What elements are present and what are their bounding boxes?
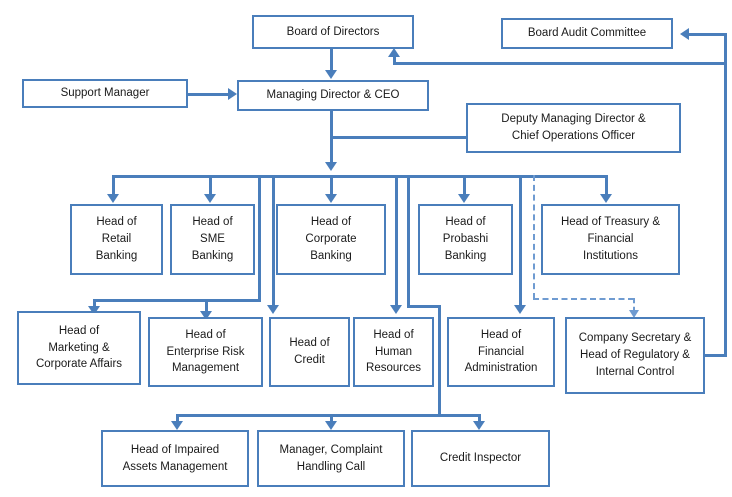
connector-md-main-spine [330, 110, 333, 165]
connector-level4-left-bus [93, 299, 261, 302]
connector-drop-complaint [330, 414, 333, 424]
node-board-audit-committee[interactable]: Board Audit Committee [501, 18, 673, 49]
node-credit-inspector[interactable]: Credit Inspector [411, 430, 550, 487]
connector-drop-enterprise-risk [205, 299, 208, 314]
connector-bac-inlet [688, 33, 726, 36]
node-head-probashi-banking[interactable]: Head of Probashi Banking [418, 204, 513, 275]
connector-bypass-to-bottom-a [407, 175, 410, 306]
arrow-to-head-probashi-banking [458, 194, 470, 203]
connector-dashed-horizontal [533, 298, 634, 300]
arrow-to-head-sme-banking [204, 194, 216, 203]
connector-dashed-drop-company-secretary [633, 298, 635, 312]
node-company-secretary[interactable]: Company Secretary & Head of Regulatory &… [565, 317, 705, 394]
connector-cs-right-segment [705, 354, 727, 357]
connector-bypass-left-b [272, 175, 275, 308]
node-head-sme-banking[interactable]: Head of SME Banking [170, 204, 255, 275]
connector-drop-financial-admin [519, 175, 522, 308]
arrow-to-head-corporate-banking [325, 194, 337, 203]
node-board-of-directors[interactable]: Board of Directors [252, 15, 414, 49]
node-head-marketing[interactable]: Head of Marketing & Corporate Affairs [17, 311, 141, 385]
node-head-corporate-banking[interactable]: Head of Corporate Banking [276, 204, 386, 275]
connector-bypass-to-bottom-b [438, 305, 441, 416]
connector-dmd-to-md-spine [332, 136, 468, 139]
arrow-to-head-enterprise-risk [200, 311, 212, 320]
connector-bypass-left-a [258, 175, 261, 302]
connector-drop-sme [209, 175, 212, 197]
node-head-financial-admin[interactable]: Head of Financial Administration [447, 317, 555, 387]
connector-cs-up-riser [724, 33, 727, 356]
connector-drop-probashi [463, 175, 466, 197]
node-deputy-managing-director[interactable]: Deputy Managing Director & Chief Operati… [466, 103, 681, 153]
node-head-treasury[interactable]: Head of Treasury & Financial Institution… [541, 204, 680, 275]
connector-up-report-horizontal [393, 62, 724, 65]
arrow-to-credit-inspector [473, 421, 485, 430]
connector-dashed-riser [533, 175, 535, 299]
arrow-into-board-audit-committee [680, 28, 689, 40]
arrow-up-to-board-of-directors [388, 48, 400, 57]
node-head-impaired-assets[interactable]: Head of Impaired Assets Management [101, 430, 249, 487]
node-head-retail-banking[interactable]: Head of Retail Banking [70, 204, 163, 275]
arrow-md-spine-to-bus [325, 162, 337, 171]
arrow-dashed-to-company-secretary [629, 310, 639, 318]
arrow-to-head-impaired-assets [171, 421, 183, 430]
connector-bod-to-md [330, 48, 333, 72]
node-support-manager[interactable]: Support Manager [22, 79, 188, 108]
arrow-to-head-retail-banking [107, 194, 119, 203]
arrow-bod-to-md [325, 70, 337, 79]
connector-level3-bus [112, 175, 607, 178]
connector-level5-bus [176, 414, 480, 417]
node-managing-director-ceo[interactable]: Managing Director & CEO [237, 80, 429, 111]
node-head-enterprise-risk[interactable]: Head of Enterprise Risk Management [148, 317, 263, 387]
connector-drop-impaired [176, 414, 179, 424]
connector-bypass-to-bottom-jog [407, 305, 441, 308]
connector-drop-credit-inspector [478, 414, 481, 424]
arrow-to-manager-complaint [325, 421, 337, 430]
node-manager-complaint[interactable]: Manager, Complaint Handling Call [257, 430, 405, 487]
arrow-support-to-md [228, 88, 237, 100]
arrow-to-head-credit [267, 305, 279, 314]
arrow-to-head-financial-admin [514, 305, 526, 314]
connector-drop-retail [112, 175, 115, 197]
node-head-human-resources[interactable]: Head of Human Resources [353, 317, 434, 387]
arrow-to-head-treasury [600, 194, 612, 203]
node-head-credit[interactable]: Head of Credit [269, 317, 350, 387]
connector-bypass-hr [395, 175, 398, 308]
connector-drop-corporate [330, 175, 333, 197]
connector-support-to-md [188, 93, 230, 96]
connector-up-report-riser [393, 56, 396, 64]
arrow-to-head-marketing [88, 306, 100, 315]
connector-drop-marketing [93, 299, 96, 309]
connector-drop-treasury [605, 175, 608, 197]
arrow-to-head-human-resources [390, 305, 402, 314]
